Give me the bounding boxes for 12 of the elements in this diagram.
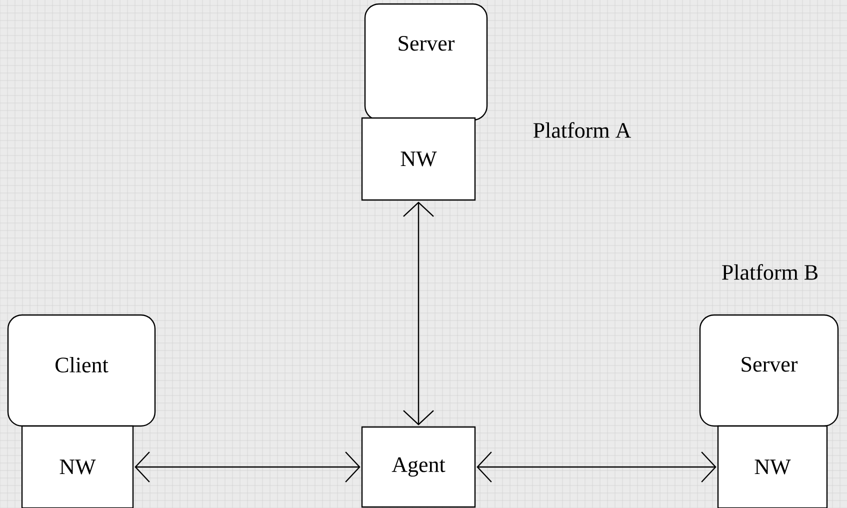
arrow — [476, 452, 716, 482]
rounded-box: Server — [699, 314, 839, 427]
box: Agent — [361, 426, 476, 508]
arrow — [134, 452, 360, 482]
rounded-box: Server — [364, 3, 488, 121]
arrow — [403, 202, 434, 426]
platform-label: Platform A — [533, 122, 632, 138]
platform-label: Platform B — [722, 264, 818, 280]
box: NW — [717, 425, 828, 508]
box: NW — [21, 425, 134, 508]
box: NW — [361, 117, 476, 201]
rounded-box: Client — [7, 314, 156, 427]
